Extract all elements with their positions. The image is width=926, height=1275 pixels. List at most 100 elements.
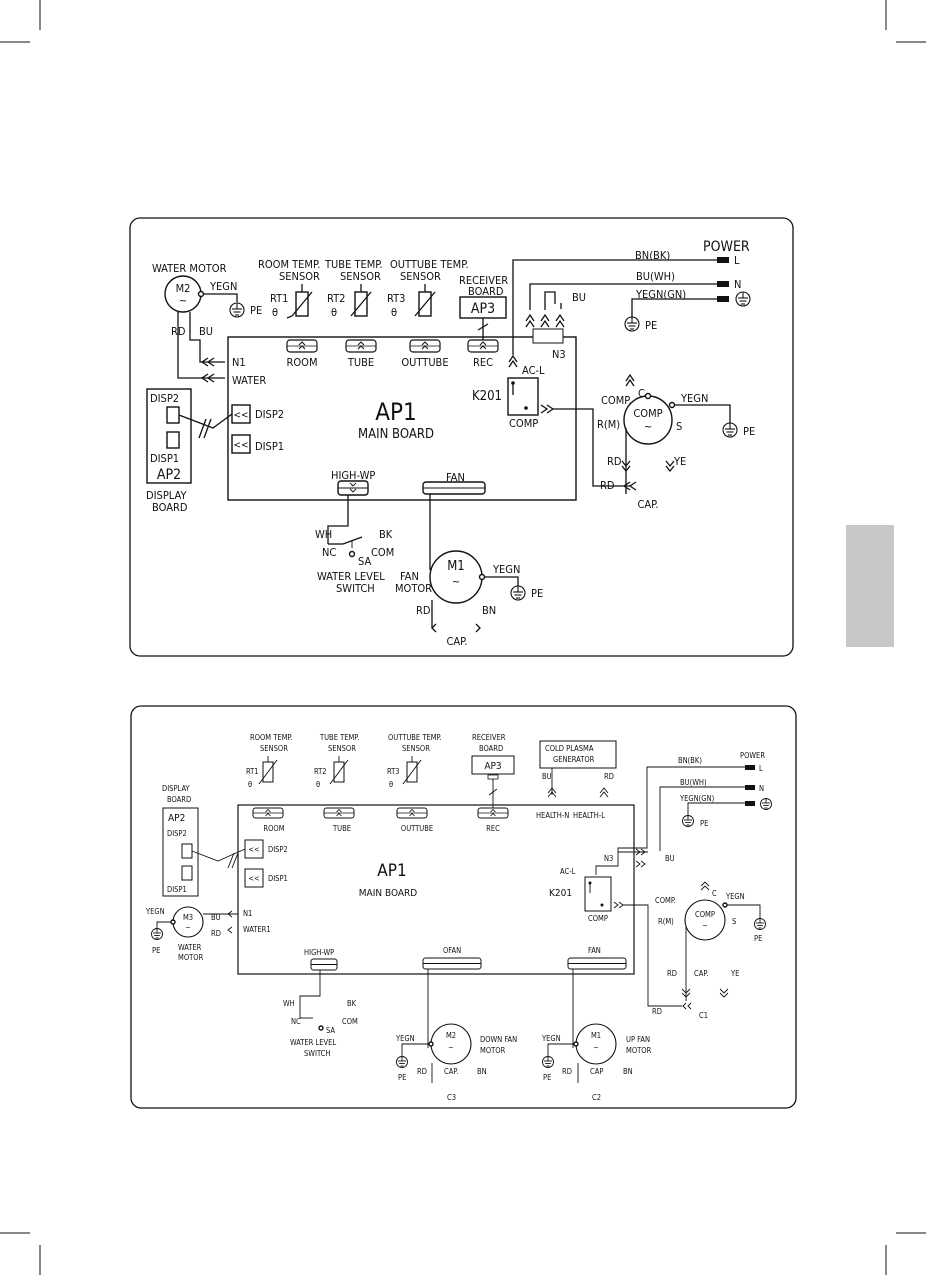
comp-dot-label-2: COMP.: [655, 896, 676, 905]
down-fan-label: DOWN FAN: [480, 1035, 517, 1044]
water-motor-ground-icon: [151, 928, 163, 940]
up-fan-ground-icon: [542, 1056, 554, 1068]
svg-text:~: ~: [644, 420, 652, 433]
pe-label-2: PE: [645, 319, 657, 332]
power-label: POWER: [703, 239, 750, 255]
bu-wh-label-2: BU(WH): [680, 778, 707, 787]
svg-text:<<: <<: [248, 874, 259, 883]
pe-label-comp: PE: [743, 425, 755, 438]
bu-wh-label: BU(WH): [636, 270, 675, 283]
rec-connector-2: [477, 807, 509, 819]
c-terminal-2: C: [712, 889, 717, 898]
cold-plasma-generator: [539, 740, 617, 769]
bu-label: BU: [199, 325, 213, 338]
rec-port-label: REC: [473, 356, 493, 369]
n1-label: N1: [232, 356, 246, 369]
rec-connector: [467, 339, 499, 353]
ap1-main-board: [227, 336, 577, 501]
disp1-port-label-2: DISP1: [268, 874, 288, 883]
comp-ground-icon-2: [754, 918, 766, 930]
main-board-label-2: MAIN BOARD: [359, 888, 417, 899]
ac-l-label: AC-L: [522, 364, 545, 377]
nc-label-2: NC: [291, 1017, 301, 1026]
water-level-label: WATER LEVEL: [317, 570, 385, 583]
sa-label: SA: [358, 555, 371, 568]
yegn-label-wm: YEGN: [145, 907, 165, 916]
disp1-port-label: DISP1: [255, 440, 284, 453]
disp2-label-board: DISP2: [150, 392, 179, 405]
wiring-diagram-2: AP1 MAIN BOARD ROOM TEMP. SENSOR TUBE TE…: [130, 705, 797, 1109]
bu-label-wm: BU: [211, 913, 221, 922]
room-port-label: ROOM: [287, 356, 318, 369]
high-wp-label-2: HIGH-WP: [304, 948, 334, 957]
n1-label-2: N1: [243, 909, 252, 918]
n-terminal: N: [734, 278, 741, 291]
svg-text:~: ~: [448, 1043, 454, 1052]
disp2-port-label-2: DISP2: [268, 845, 288, 854]
com-label: COM: [371, 546, 394, 559]
m2-label-2: M2: [446, 1031, 456, 1040]
s-terminal-2: S: [732, 917, 736, 926]
down-fan-motor-label: MOTOR: [480, 1046, 506, 1055]
ap2-label-2: AP2: [168, 813, 185, 824]
theta-2a: θ: [248, 780, 252, 789]
fan-label-2: FAN: [588, 946, 601, 955]
sensor-label-3: SENSOR: [400, 270, 441, 283]
fan-cap-label: CAP.: [446, 635, 467, 648]
theta-2b: θ: [316, 780, 320, 789]
bn-label-uf: BN: [623, 1067, 633, 1076]
rd-label-wm: RD: [211, 929, 221, 938]
tilde-symbol: ~: [179, 294, 187, 307]
ofan-label: OFAN: [443, 946, 461, 955]
theta-2c: θ: [389, 780, 393, 789]
c-terminal: C: [638, 387, 645, 400]
comp-motor-label-2: COMP: [695, 910, 715, 919]
rt1-label: RT1: [270, 292, 288, 305]
up-fan-motor-label: MOTOR: [626, 1046, 652, 1055]
generator-label: GENERATOR: [553, 755, 595, 764]
n3-label-2: N3: [604, 854, 613, 863]
fan-ground-icon: [510, 585, 526, 601]
svg-text:~: ~: [702, 921, 708, 930]
theta-3: θ: [391, 306, 397, 319]
sensor-label-2c: SENSOR: [402, 744, 430, 753]
sensor-rt1-2: RT1 θ: [246, 756, 278, 789]
c3-label: C3: [447, 1093, 456, 1102]
room-port-label-2: ROOM: [263, 824, 284, 833]
yegn-label-fan: YEGN: [492, 563, 520, 576]
disp2-port-label: DISP2: [255, 408, 284, 421]
bn-label-fan: BN: [482, 604, 496, 617]
r-m-label-2: R(M): [658, 917, 674, 926]
water-level-label-2: WATER LEVEL: [290, 1038, 336, 1047]
bk-label: BK: [379, 528, 393, 541]
m1-label-2: M1: [591, 1031, 601, 1040]
display-label-2: DISPLAY: [162, 784, 190, 793]
tube-connector: [345, 339, 377, 353]
main-board-label: MAIN BOARD: [358, 427, 434, 442]
c1-label: C1: [699, 1011, 708, 1020]
wh-label: WH: [315, 528, 332, 541]
compressor-2: [684, 899, 726, 941]
n-terminal-2: N: [759, 784, 764, 793]
s-terminal: S: [676, 420, 682, 433]
outtube-port-label: OUTTUBE: [401, 356, 448, 369]
yegn-label-df: YEGN: [395, 1034, 415, 1043]
k201-label: K201: [472, 389, 502, 404]
ap3-receiver-board-2: [471, 755, 515, 775]
tube-connector-2: [323, 807, 355, 819]
sa-label-2: SA: [326, 1026, 335, 1035]
water-label: WATER: [232, 374, 266, 387]
n3-label: N3: [552, 348, 566, 361]
tube-temp-label-2: TUBE TEMP.: [319, 733, 359, 742]
sensor-rt1: RT1 θ: [270, 284, 313, 319]
yegn-label-uf: YEGN: [541, 1034, 561, 1043]
diagram-2-frame: [130, 705, 797, 1109]
comp-port-label-2: COMP: [588, 914, 608, 923]
rd-label-uf: RD: [562, 1067, 572, 1076]
outtube-port-label-2: OUTTUBE: [401, 824, 433, 833]
health-l-label: HEALTH-L: [573, 811, 605, 820]
sensor-rt2-2: RT2 θ: [314, 756, 349, 789]
display-board-label: BOARD: [152, 501, 188, 514]
water-label-2: WATER: [178, 943, 202, 952]
